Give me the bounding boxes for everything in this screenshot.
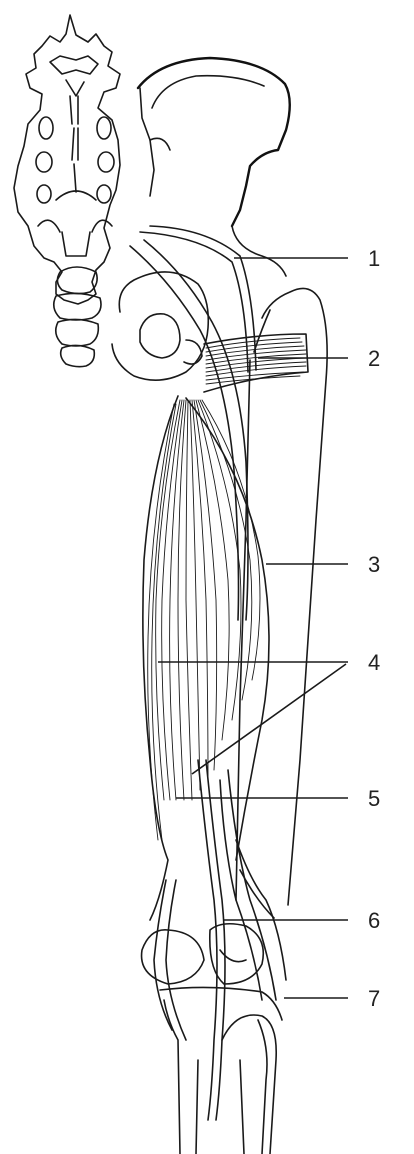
label-3: 3 <box>368 552 380 577</box>
sacrum-illustration <box>14 15 120 367</box>
label-5: 5 <box>368 786 380 811</box>
label-6: 6 <box>368 908 380 933</box>
sciatic-nerve <box>130 226 256 620</box>
label-1: 1 <box>368 246 380 271</box>
number-labels: 1 2 3 4 5 6 7 <box>368 246 380 1011</box>
label-7: 7 <box>368 986 380 1011</box>
label-4: 4 <box>368 650 380 675</box>
label-2: 2 <box>368 346 380 371</box>
knee-illustration <box>142 924 282 1154</box>
leader-line-4b <box>192 664 346 774</box>
